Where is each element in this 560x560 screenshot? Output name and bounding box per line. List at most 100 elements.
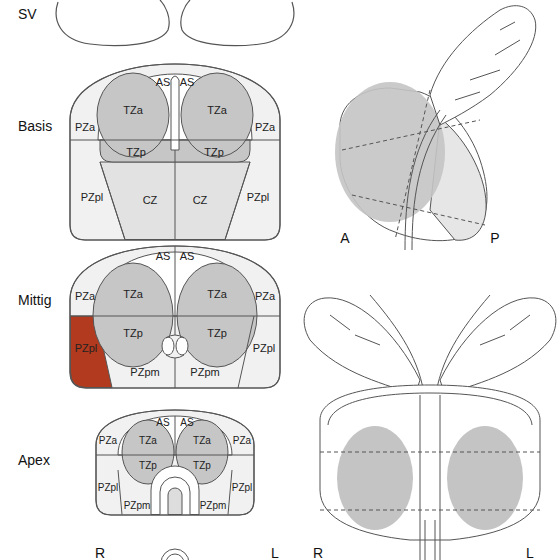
section-heading: SV [18, 6, 37, 22]
zone-label: TZa [123, 289, 143, 300]
urethra [420, 395, 440, 560]
urethra [166, 335, 184, 358]
peripheral-zone-fill [96, 410, 254, 515]
zone-label: PZpl [253, 343, 276, 354]
zone-label: PZpl [98, 483, 119, 493]
zone-label: TZp [139, 461, 157, 471]
zone-label: PZpl [75, 343, 98, 354]
zone-label: TZp [204, 147, 224, 158]
zone-label: PZa [99, 436, 117, 446]
prostate-outline [320, 385, 540, 540]
zone-label: PZpm [124, 501, 151, 511]
zone-label: TZp [126, 147, 146, 158]
urethra [405, 110, 446, 250]
section-border [70, 64, 280, 240]
zone-label: TZa [193, 436, 211, 446]
apex-section [96, 410, 254, 515]
urethra [151, 466, 199, 515]
zone-label: TZp [123, 328, 143, 339]
transition-zone [93, 263, 173, 367]
zone-label: CZ [143, 195, 158, 206]
urethra-cross-section [161, 549, 189, 560]
zone-label: TZa [123, 105, 143, 116]
seminal-vesicle [430, 6, 536, 125]
zone-label: PZpm [190, 367, 219, 378]
urethra [162, 337, 174, 355]
zone-boundary [70, 140, 280, 141]
orientation-label: A [340, 231, 349, 245]
zone-label: PZa [233, 436, 251, 446]
zone-boundary [118, 470, 232, 515]
section-outline: Apex [94, 408, 256, 517]
orientation-label: P [490, 231, 499, 245]
orientation-label: L [271, 546, 279, 560]
zone-label: PZpl [247, 192, 270, 203]
zone-label: PZa [75, 291, 95, 302]
zone-boundary [100, 162, 250, 240]
zone-label: PZpm [130, 367, 159, 378]
zone-label: TZa [207, 105, 227, 116]
vesicle-fold [330, 315, 530, 345]
zone-label: AS [156, 77, 171, 88]
zone-boundary [175, 246, 176, 388]
section-heading: Mittig [18, 292, 51, 308]
zone-boundary [175, 416, 176, 455]
zone-label: PZpm [200, 501, 227, 511]
tumour-area [337, 426, 413, 530]
urethra [160, 477, 190, 515]
section-outline-shape [68, 244, 282, 390]
zone-label: PZpl [81, 192, 104, 203]
section-outline: SV [50, 0, 300, 50]
zone-boundary [238, 316, 254, 388]
vas-deferens [370, 295, 490, 400]
zone-label: PZa [255, 291, 275, 302]
section-outline: Mittig [68, 244, 282, 390]
zone-label: TZa [207, 289, 227, 300]
zone-label: TZp [193, 461, 211, 471]
prostate-inner-outline [328, 393, 532, 425]
section-border [96, 410, 254, 515]
mid-section [70, 246, 280, 388]
section-outline-shape [68, 62, 282, 242]
transition-zone [177, 263, 257, 367]
basis-section [70, 64, 280, 240]
seminal-vesicle [304, 298, 420, 395]
urethra-ring [161, 549, 189, 560]
peripheral-zone-fill [70, 64, 280, 240]
seminal-vesicle [440, 298, 556, 395]
zone-label: AS [156, 251, 171, 262]
zone-label: PZa [75, 122, 95, 133]
section-border [56, 0, 294, 46]
coronal-view [304, 295, 556, 560]
zone-label: AS [180, 77, 195, 88]
section-outline: Basis [68, 62, 282, 242]
section-border [70, 246, 280, 388]
orientation-label: R [95, 546, 105, 560]
urethra-ring [166, 554, 184, 560]
section-heading: Basis [18, 118, 52, 134]
zone-label: AS [156, 418, 169, 428]
zone-label: TZp [207, 328, 227, 339]
zone-label: PZa [255, 122, 275, 133]
zone-boundary [175, 150, 176, 240]
orientation-label: L [526, 546, 534, 560]
zone-label: PZpl [232, 483, 253, 493]
urethra [176, 337, 188, 355]
tumour-area [447, 426, 523, 530]
section-heading: Apex [18, 452, 50, 468]
orientation-label: R [313, 546, 323, 560]
zone-label: CZ [193, 195, 208, 206]
urethra [171, 76, 179, 150]
urethra [168, 488, 182, 515]
vesicle-fold [455, 22, 520, 100]
section-plane [342, 90, 485, 240]
peripheral-zone-fill [70, 246, 280, 388]
tumour-area [335, 82, 445, 222]
zone-label: AS [180, 251, 195, 262]
sagittal-view [335, 6, 536, 250]
section-plane [320, 452, 540, 510]
section-outline-shape [50, 0, 300, 50]
zone-label: TZa [139, 436, 157, 446]
zone-label: AS [180, 418, 193, 428]
